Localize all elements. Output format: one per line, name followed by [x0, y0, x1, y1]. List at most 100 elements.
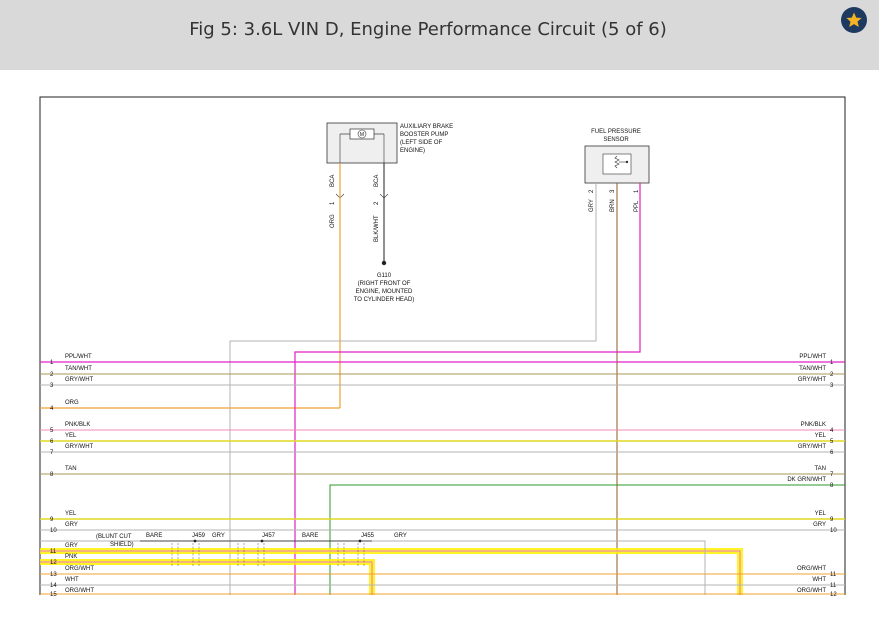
left-pin-wire-label: WHT [65, 577, 79, 583]
left-pin-number: 3 [50, 383, 54, 389]
left-pin-wire-label: YEL [65, 511, 77, 517]
right-pin-number: 1 [830, 360, 834, 366]
figure-header: Fig 5: 3.6L VIN D, Engine Performance Ci… [0, 0, 879, 70]
right-pin-number: 11 [830, 583, 837, 589]
right-pin-number: 7 [830, 472, 834, 478]
sensor-resistor-symbol [614, 155, 620, 169]
right-pin-number: 12 [830, 592, 837, 598]
left-pin-number: 6 [50, 439, 54, 445]
right-pin-number: 10 [830, 528, 837, 534]
wire-gry-sensor [229, 183, 597, 595]
shield-label-1: (BLUNT CUT [96, 534, 132, 540]
brake-pump-label-3: (LEFT SIDE OF [400, 140, 443, 146]
left-pin-number: 1 [50, 360, 54, 366]
right-pin-wire-label: PPL/WHT [799, 354, 826, 360]
junction-label-j459: J459 [192, 533, 206, 539]
favorite-button[interactable] [841, 7, 867, 33]
brake-pump-label-2: BOOSTER PUMP [400, 132, 448, 138]
left-pin-number: 11 [50, 549, 57, 555]
fuel-sensor-pin3-number: 1 [634, 189, 640, 193]
highlight-pnk-1 [40, 548, 743, 595]
brake-pump-pin1-number: 1 [330, 201, 336, 205]
left-pin-number: 14 [50, 583, 57, 589]
fuel-sensor-pin1-number: 2 [589, 189, 595, 193]
figure-title: Fig 5: 3.6L VIN D, Engine Performance Ci… [189, 19, 667, 40]
brake-pump-label-4: ENGINE) [400, 148, 425, 154]
ground-id: G110 [377, 273, 392, 279]
right-pin-wire-label: WHT [812, 577, 826, 583]
right-pin-wire-label: ORG/WHT [797, 588, 826, 594]
left-pin-wire-label: PPL/WHT [65, 354, 92, 360]
right-pin-wire-label: YEL [815, 511, 827, 517]
right-pin-number: 2 [830, 372, 834, 378]
brake-pump-pin1-connector: BCA [330, 175, 336, 187]
fuel-sensor-pin3-wire: PPL [634, 200, 640, 212]
right-pin-number: 8 [830, 483, 834, 489]
right-pin-number: 5 [830, 439, 834, 445]
right-pin-number: 6 [830, 450, 834, 456]
left-pin-wire-label: GRY/WHT [65, 377, 94, 383]
left-pin-number: 7 [50, 450, 54, 456]
left-pin-wire-label: TAN/WHT [65, 366, 92, 372]
fuel-sensor-pin2-wire: BRN [610, 199, 616, 212]
right-pin-wire-label: GRY/WHT [798, 377, 827, 383]
fuel-sensor-label-2: SENSOR [603, 137, 629, 143]
right-pin-wire-label: PNK/BLK [801, 422, 826, 428]
brake-pump-pin2-connector: BCA [374, 175, 380, 187]
right-pin-wire-label: TAN/WHT [799, 366, 826, 372]
right-pin-number: 9 [830, 517, 834, 523]
right-pin-number: 4 [830, 428, 834, 434]
ground-symbol [381, 260, 387, 266]
left-pin-number: 9 [50, 517, 54, 523]
junction-label-gry-1: GRY [212, 533, 225, 539]
left-pin-wire-label: PNK [65, 554, 77, 560]
left-pin-number: 4 [50, 406, 54, 412]
diagram-frame [39, 96, 846, 595]
left-pin-wire-label: ORG/WHT [65, 566, 94, 572]
ground-label-2: ENGINE, MOUNTED [356, 289, 413, 295]
fuel-sensor-label-1: FUEL PRESSURE [591, 129, 641, 135]
junction-label-j455: J455 [361, 533, 375, 539]
wire-dk-grn-wht [329, 484, 845, 595]
left-pin-wire-label: PNK/BLK [65, 422, 90, 428]
brake-pump-pin2-number: 2 [374, 201, 380, 205]
ground-label-1: (RIGHT FRONT OF [358, 281, 411, 287]
right-pin-wire-label: DK GRN/WHT [787, 477, 826, 483]
left-pin-number: 2 [50, 372, 54, 378]
left-pin-number: 5 [50, 428, 54, 434]
ground-label-3: TO CYLINDER HEAD) [354, 297, 415, 303]
fuel-sensor-pin2-number: 3 [610, 189, 616, 193]
left-pin-number: 8 [50, 472, 54, 478]
left-pin-wire-label: YEL [65, 433, 77, 439]
left-pin-number: 13 [50, 572, 57, 578]
left-pin-wire-label: ORG [65, 400, 79, 406]
splice-connectors [171, 543, 365, 566]
junction-label-bare-1: BARE [146, 533, 162, 539]
left-pin-wire-label: GRY/WHT [65, 444, 94, 450]
left-pin-wire-label: GRY [65, 522, 78, 528]
left-pin-number: 10 [50, 528, 57, 534]
junction-label-gry-2: GRY [394, 533, 407, 539]
right-pin-number: 11 [830, 572, 837, 578]
brake-pump-label-1: AUXILIARY BRAKE [400, 124, 453, 130]
right-pin-wire-label: ORG/WHT [797, 566, 826, 572]
left-pin-wire-label: ORG/WHT [65, 588, 94, 594]
shield-label-2: SHIELD) [110, 542, 134, 548]
right-pin-wire-label: GRY/WHT [798, 444, 827, 450]
motor-label: M [360, 132, 364, 138]
right-pin-number: 3 [830, 383, 834, 389]
brake-pump-pin2-wire: BLK/WHT [374, 215, 380, 242]
left-pin-wire-label: TAN [65, 466, 77, 472]
star-icon [846, 12, 862, 27]
fuel-sensor-pin1-wire: GRY [589, 199, 595, 212]
left-pin-number: 12 [50, 560, 57, 566]
junction-label-bare-2: BARE [302, 533, 318, 539]
wire-ppl-sensor [294, 183, 641, 595]
right-pin-wire-label: GRY [813, 522, 826, 528]
junction-label-j457: J457 [262, 533, 276, 539]
left-pin-number: 15 [50, 592, 57, 598]
right-pin-wire-label: YEL [815, 433, 827, 439]
brake-pump-pin1-wire: ORG [330, 214, 336, 228]
left-pin-wire-label: GRY [65, 543, 78, 549]
